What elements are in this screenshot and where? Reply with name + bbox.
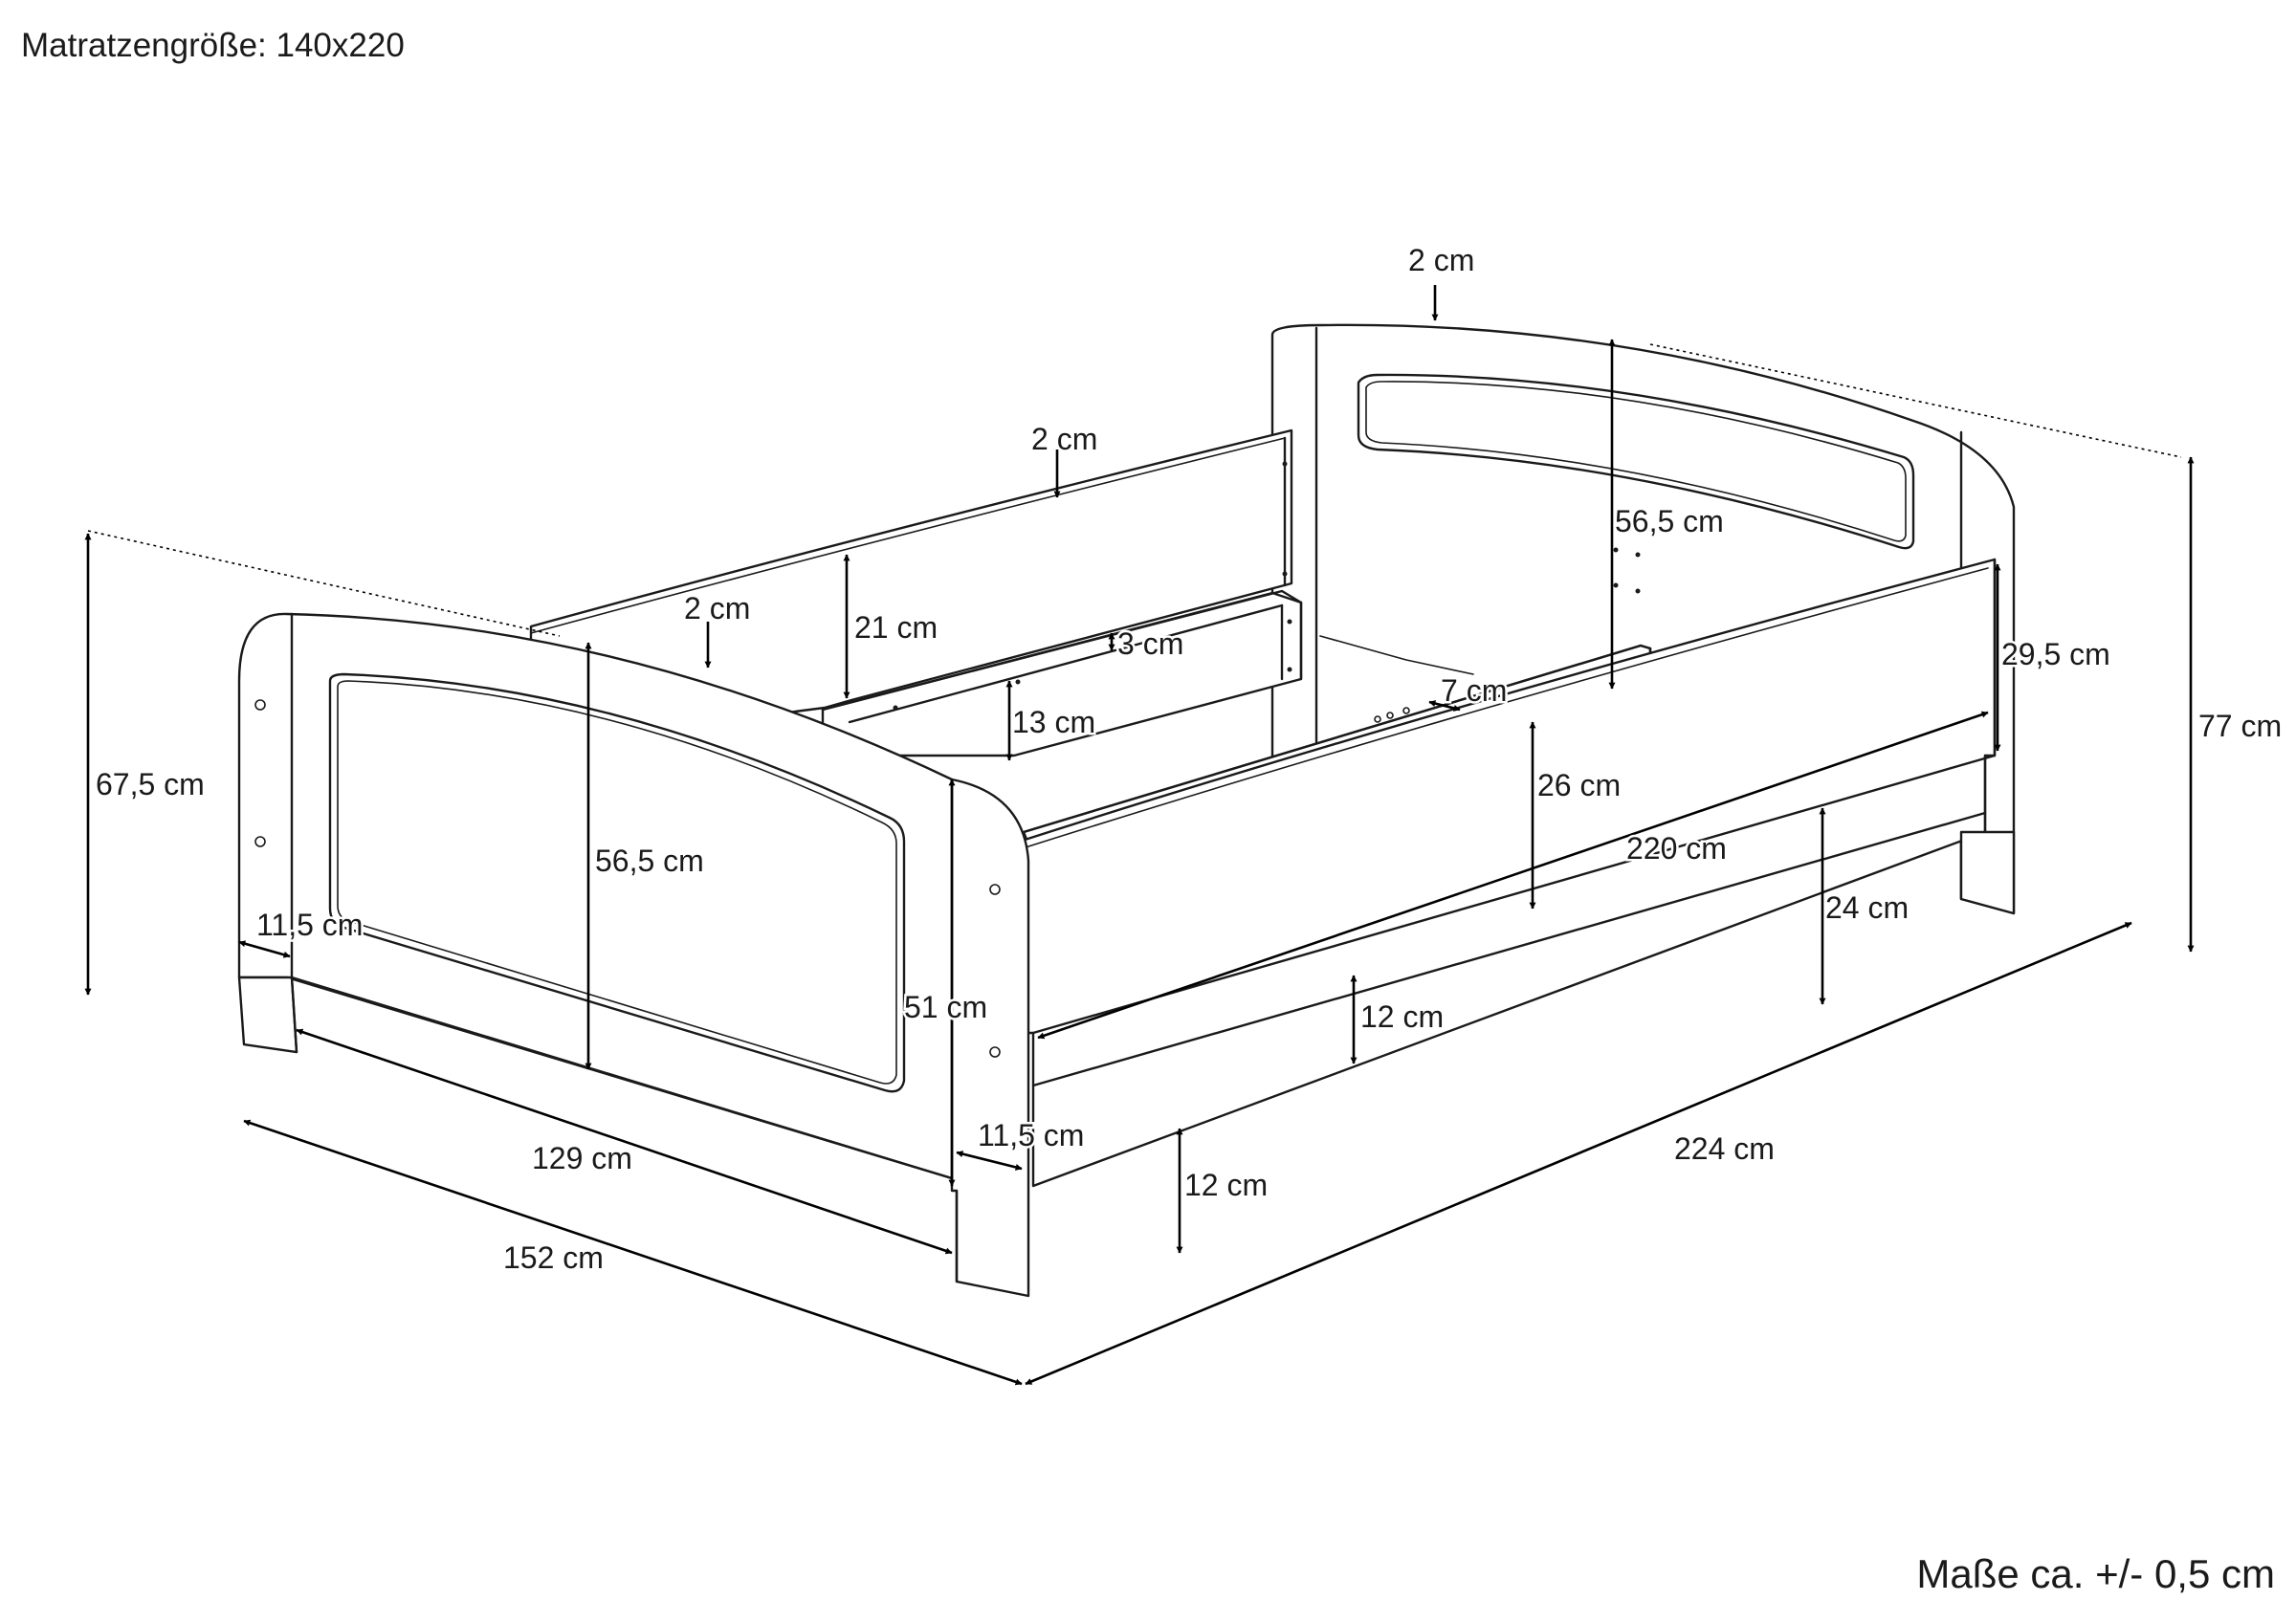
dimension-labels: 2 cm 2 cm 2 cm 56,5 cm 21 cm 3 cm 13 cm … <box>94 241 2285 1278</box>
dim-line-outer-length <box>1025 921 2132 1386</box>
label-top-thickness-side-back: 2 cm <box>1031 422 1097 456</box>
label-headboard-panel-height: 56,5 cm <box>1615 504 1724 538</box>
tolerance-note: Maße ca. +/- 0,5 cm <box>1916 1551 2275 1596</box>
label-inner-width: 129 cm <box>532 1141 632 1175</box>
label-inner-length: 220 cm <box>1626 831 1727 866</box>
label-leg-clearance: 12 cm <box>1184 1168 1268 1202</box>
label-total-height-head: 77 cm <box>2198 709 2282 743</box>
label-underbed-height: 24 cm <box>1825 890 1909 925</box>
label-top-thickness-head: 2 cm <box>1408 243 1474 277</box>
label-inner-depth: 26 cm <box>1537 768 1621 802</box>
label-top-thickness-foot: 2 cm <box>684 591 750 625</box>
label-back-rail-height: 21 cm <box>854 610 938 645</box>
label-slat-width: 7 cm <box>1441 673 1507 708</box>
dimension-lines <box>84 285 2195 1386</box>
label-slat-gap: 3 cm <box>1117 626 1183 661</box>
label-front-rail-height: 29,5 cm <box>2001 637 2110 671</box>
label-total-height-foot: 67,5 cm <box>96 767 205 801</box>
label-foot-post-height: 51 cm <box>904 990 987 1024</box>
dim-line-slat-width <box>1428 700 1461 712</box>
dim-line-outer-width <box>243 1119 1023 1386</box>
foot-left-post <box>237 976 298 1054</box>
label-outer-width: 152 cm <box>503 1240 604 1275</box>
label-footboard-panel-height: 56,5 cm <box>595 844 704 878</box>
label-post-width-left: 11,5 cm <box>256 908 363 942</box>
label-inner-rail-height: 13 cm <box>1012 705 1095 739</box>
label-post-width-right: 11,5 cm <box>978 1118 1084 1152</box>
foot-right-post <box>950 778 1030 1298</box>
head-right-post <box>1959 830 2016 915</box>
mattress-size-label: Matratzengröße: 140x220 <box>21 27 405 64</box>
label-lower-rail-height: 12 cm <box>1360 999 1444 1034</box>
label-outer-length: 224 cm <box>1674 1131 1775 1166</box>
dim-line-post-width-left <box>238 940 291 958</box>
